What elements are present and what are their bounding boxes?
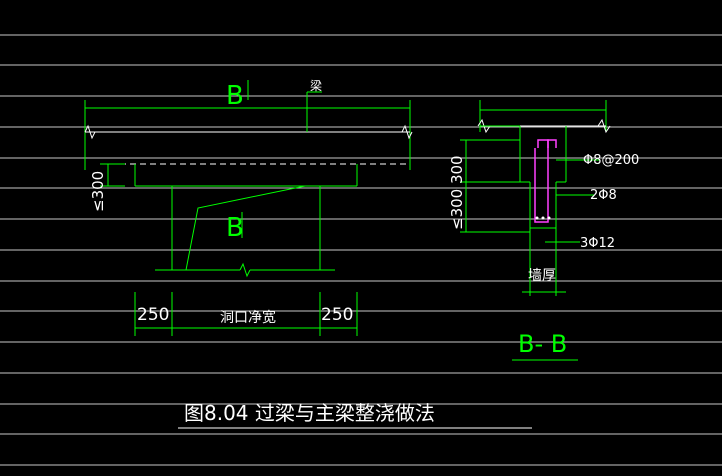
section-view (460, 100, 611, 296)
leader-label: 梁 (310, 78, 322, 93)
rebar-dots (535, 216, 551, 220)
figure-caption: 图8.04 过梁与主梁整浇做法 (184, 401, 435, 425)
elevation-view (84, 80, 413, 336)
background-rule-lines (0, 34, 722, 466)
section-mark-mid: B (226, 213, 244, 243)
wall-thickness-label: 墙厚 (528, 268, 556, 284)
section-name: B- B (518, 330, 567, 358)
dim-right: 250 (321, 305, 353, 325)
dim-left: 250 (137, 305, 169, 325)
stirrup-rebar (534, 139, 557, 223)
dim-center: 洞口净宽 (220, 309, 276, 326)
rebar-bottom-label: 3Φ12 (580, 236, 615, 251)
section-height-label: ≤300 300 (448, 155, 466, 230)
section-mark-top: B (226, 81, 244, 111)
rebar-mid-label: 2Φ8 (590, 188, 617, 203)
elevation-height-label: ≤300 (89, 171, 107, 212)
rebar-top-label: Φ8@200 (583, 153, 639, 168)
